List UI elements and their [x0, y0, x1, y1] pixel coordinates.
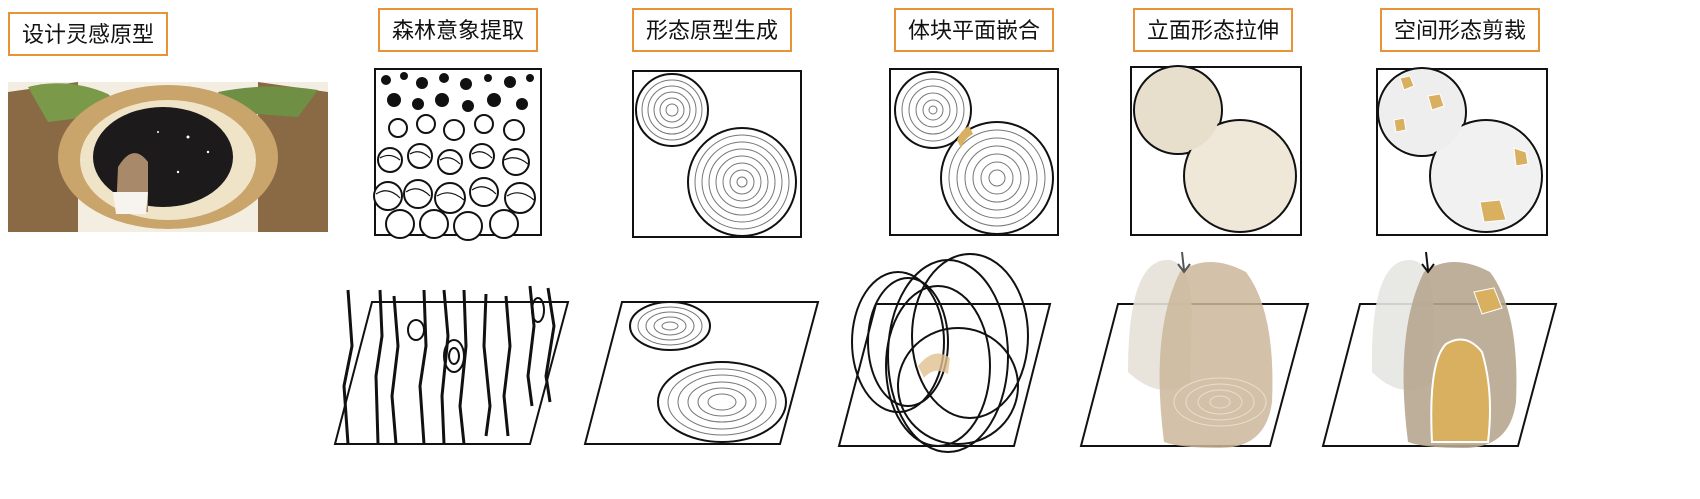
- step-label-prototype: 形态原型生成: [632, 8, 793, 52]
- step-label-merge: 体块平面嵌合: [894, 8, 1055, 52]
- step-label-extrude: 立面形态拉伸: [1133, 8, 1294, 52]
- tree-trunks-perspective-icon: [333, 285, 570, 445]
- cut-volume-perspective-icon: [1321, 251, 1558, 448]
- step-label-cut: 空间形态剪裁: [1380, 8, 1541, 52]
- extruded-volume-perspective-icon: [1079, 251, 1310, 448]
- tree-hollow-icon: [8, 82, 328, 232]
- step-label-forest: 森林意象提取: [378, 8, 539, 52]
- merged-circles-icon: [889, 68, 1059, 236]
- concentric-circles-icon: [632, 70, 802, 238]
- cut-volume-plan-icon: [1376, 67, 1548, 236]
- step-label-inspiration: 设计灵感原型: [8, 12, 169, 56]
- tree-ring-pattern-icon: [373, 68, 542, 241]
- concentric-circles-perspective-icon: [583, 301, 820, 445]
- wire-domes-perspective-icon: [837, 253, 1052, 453]
- extruded-volume-plan-icon: [1130, 65, 1302, 236]
